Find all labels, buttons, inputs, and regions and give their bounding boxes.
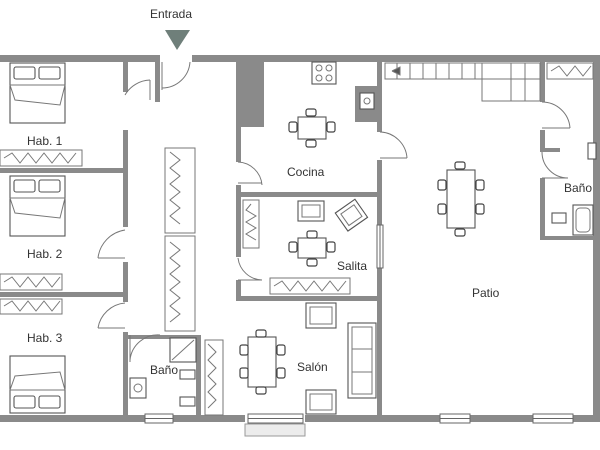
room-label-bathroom-right: Baño [564, 181, 592, 195]
doors [97, 58, 571, 362]
tables [239, 108, 485, 395]
stairs [384, 62, 541, 102]
room-wardrobes [0, 62, 594, 315]
windows [144, 224, 574, 437]
living-room-sofas [305, 302, 377, 415]
room-label-hab3: Hab. 3 [27, 331, 63, 345]
room-label-patio: Patio [472, 286, 500, 300]
bathroom-fixtures [129, 142, 597, 407]
room-label-bathroom-left: Baño [150, 363, 178, 377]
corridor-wardrobes [164, 147, 224, 416]
room-label-hab2: Hab. 2 [27, 247, 63, 261]
kitchen-fixtures [311, 61, 375, 110]
interior-walls [0, 62, 600, 415]
room-label-hab1: Hab. 1 [27, 134, 63, 148]
room-label-living-room: Salón [297, 360, 328, 374]
room-label-kitchen: Cocina [287, 165, 325, 179]
beds [9, 62, 66, 414]
entrance-marker-icon [165, 30, 190, 50]
entrance-label: Entrada [150, 7, 192, 21]
room-label-sitting-room: Salita [337, 259, 367, 273]
